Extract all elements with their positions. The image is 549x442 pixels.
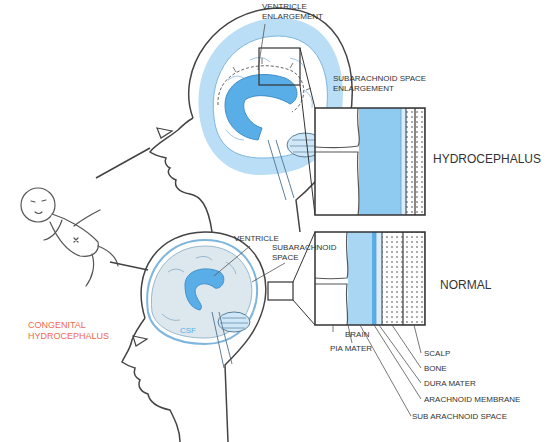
zoom-marker: [268, 282, 293, 300]
layer-label: DURA MATER: [424, 379, 476, 389]
enlarged-subarachnoid-space: [359, 108, 401, 215]
enlarged-ventricle: [225, 74, 297, 140]
zoom-lines: [300, 48, 315, 215]
brainstem: [268, 140, 294, 200]
bone: [406, 108, 415, 215]
pointer-line: [110, 262, 148, 270]
eye: [133, 336, 147, 346]
layer-label: PIA MATER: [330, 344, 372, 354]
fluid-label: CSF: [180, 326, 196, 336]
layer-label: SUB ARACHNOID SPACE: [412, 412, 507, 422]
leader-line: [392, 325, 421, 368]
baby-arms: [44, 210, 100, 240]
baby-face: [31, 200, 46, 214]
leader-line: [333, 325, 334, 332]
hydrocephalus-zoom: [315, 108, 425, 215]
subarachnoid-space: [348, 232, 372, 325]
bone: [382, 232, 403, 325]
scalp: [403, 232, 425, 325]
callout-label: SUBARACHNOID SPACE: [272, 243, 334, 263]
zoom-marker: [259, 48, 300, 85]
layer-leaders: [333, 325, 421, 416]
layer-label: BONE: [424, 364, 447, 374]
enlargement-outline: [218, 66, 304, 112]
zoom-bg: [315, 108, 425, 215]
brain-gyri: [162, 256, 236, 320]
cerebellum-lines: [220, 318, 248, 328]
brain: [213, 36, 327, 158]
condition-label: CONGENITAL HYDROCEPHALUS: [28, 320, 113, 343]
brain-gyri: [226, 57, 312, 140]
leader-line: [414, 325, 421, 353]
face-profile: [150, 118, 212, 232]
baby-body: [50, 214, 98, 256]
layer-label: BRAIN: [345, 330, 369, 340]
state-label: HYDROCEPHALUS: [433, 152, 541, 167]
dura-mater: [376, 232, 382, 325]
leader-line: [379, 325, 421, 383]
callout-label: VENTRICLE ENLARGEMENT: [262, 2, 337, 22]
scalp: [415, 108, 425, 215]
baby-legs: [86, 246, 118, 286]
pointer-line: [96, 148, 150, 178]
ventricle: [185, 269, 224, 310]
arachnoid-membrane: [372, 232, 376, 325]
brainstem: [212, 312, 232, 368]
state-label: NORMAL: [440, 278, 491, 293]
head-outline: [141, 232, 266, 442]
callout-label: SUBARACHNOID SPACE ENLARGEMENT: [333, 74, 463, 94]
dura-mater: [401, 108, 406, 215]
normal-head: [122, 232, 315, 442]
layer-label: SCALP: [424, 349, 450, 359]
leader-line: [258, 24, 265, 70]
baby-sketch: [21, 188, 118, 286]
zoom-box: [315, 108, 425, 215]
baby-navel: [74, 238, 78, 242]
subarachnoid-space: [147, 240, 257, 344]
brain-surface: [315, 108, 359, 215]
eye: [157, 128, 172, 138]
layer-label: ARACHNOID MEMBRANE: [424, 395, 520, 405]
callout-label: VENTRICLE: [234, 234, 279, 244]
baby-head: [21, 188, 55, 222]
face-profile: [122, 318, 180, 442]
brain: [151, 246, 251, 338]
